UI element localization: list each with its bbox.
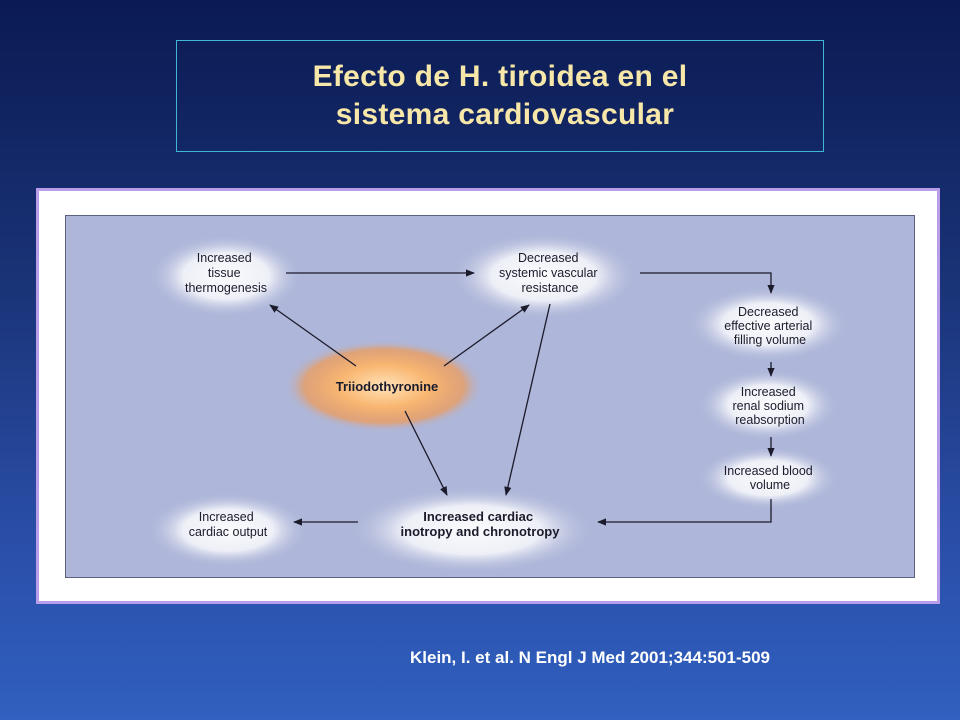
- node-glow-renal-sodium: [696, 369, 840, 441]
- node-thermogenesis: Increased tissue thermogenesis: [185, 251, 267, 295]
- node-triiodothyronine: Triiodothyronine: [336, 379, 439, 394]
- diagram-panel: Increased tissue thermogenesis Decreased…: [65, 215, 915, 578]
- arrow-t3-to-svr: [443, 304, 530, 367]
- slide-title-line2: sistema cardiovascular: [335, 98, 675, 131]
- slide-title-box: Efecto de H. tiroidea en el sistema card…: [176, 40, 824, 152]
- node-blood-volume: Increased blood volume: [724, 464, 816, 492]
- arrow-t3-to-thermo: [269, 304, 357, 367]
- figure-frame: Increased tissue thermogenesis Decreased…: [36, 188, 940, 604]
- arrow-svr-to-inotropy: [504, 303, 551, 496]
- node-glow-triiodothyronine: [284, 340, 484, 432]
- arrow-t3-to-inotropy: [404, 410, 448, 496]
- node-glow-cardiac-output: [146, 492, 310, 568]
- slide-title-line1: Efecto de H. tiroidea en el: [312, 60, 688, 93]
- node-inotropy: Increased cardiac inotropy and chronotro…: [401, 509, 561, 539]
- node-glow-inotropy: [347, 486, 597, 574]
- node-glow-blood-volume: [696, 446, 840, 510]
- node-glow-arterial-filling: [686, 286, 850, 362]
- node-svr: Decreased systemic vascular resistance: [499, 251, 601, 295]
- thyroid-cardio-diagram: Increased tissue thermogenesis Decreased…: [146, 232, 850, 574]
- node-arterial-filling: Decreased effective arterial filling vol…: [724, 305, 816, 347]
- arrow-svr-to-filling: [640, 272, 775, 294]
- node-renal-sodium: Increased renal sodium reabsorption: [732, 385, 807, 427]
- node-glow-svr: [449, 232, 639, 320]
- arrow-volume-to-inotropy: [597, 499, 772, 526]
- node-cardiac-output: Increased cardiac output: [189, 510, 268, 539]
- citation-text: Klein, I. et al. N Engl J Med 2001;344:5…: [410, 648, 770, 667]
- node-glow-thermogenesis: [148, 234, 304, 318]
